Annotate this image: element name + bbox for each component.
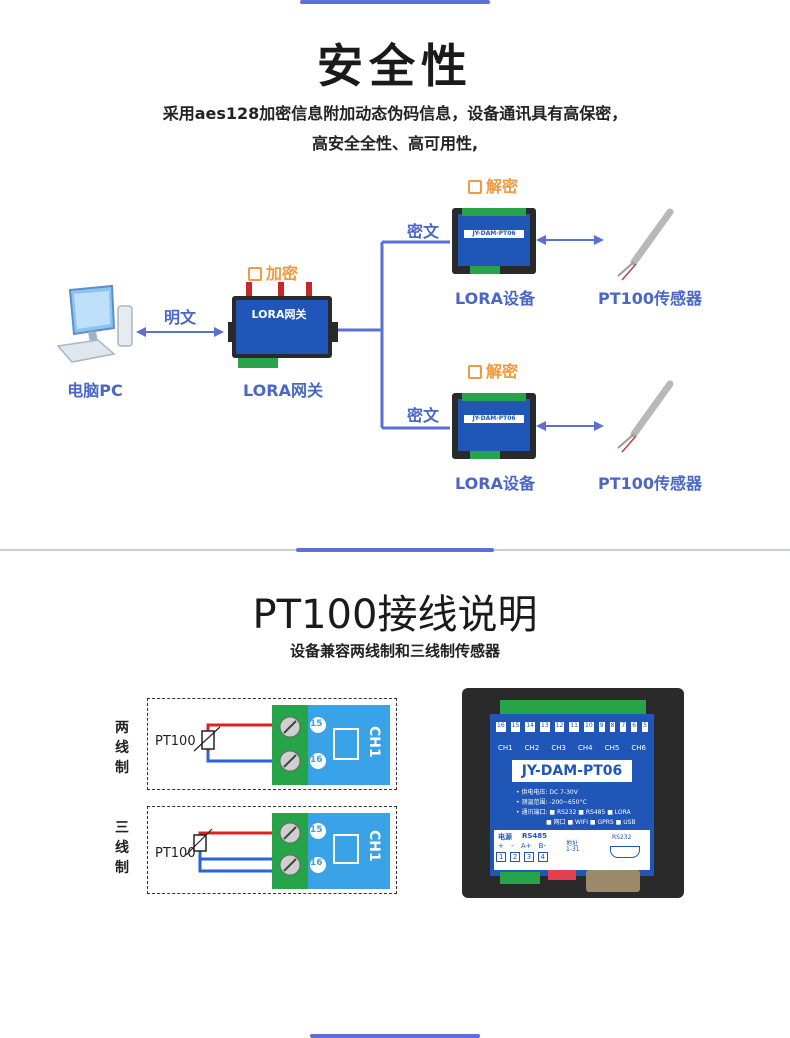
encrypt-label: 加密 <box>266 264 299 283</box>
module-pin-numbers: 1 2 3 4 <box>496 852 548 862</box>
module-bottom-terminal-block <box>500 872 540 884</box>
module-channel-4: CH4 <box>578 744 593 752</box>
computer-pc-icon <box>56 284 133 363</box>
module-channel-3: CH3 <box>551 744 566 752</box>
decrypt-label-top: 解密 <box>486 177 519 196</box>
pt100-label-two-wire: PT100 <box>155 734 196 749</box>
module-db9-connector <box>586 870 640 892</box>
lora-gateway-device <box>228 282 338 368</box>
top-accent-bar <box>300 0 490 4</box>
channel-label-two: CH1 <box>366 726 382 758</box>
pt100-sensor-icon-top <box>617 208 674 281</box>
wiring-subtitle: 设备兼容两线制和三线制传感器 <box>289 642 500 660</box>
module-pin-labels: + - A+ B- <box>498 842 546 850</box>
unlock-icon <box>468 180 482 194</box>
module-bottom-panel <box>494 830 650 870</box>
encrypt-tag: 加密 <box>248 260 298 284</box>
security-description-line2: 高安全全性、高可用性, <box>311 134 479 153</box>
terminal-16-two: 16 <box>310 755 323 765</box>
module-rs485-label: RS485 <box>522 832 548 840</box>
gateway-badge: LORA网关 <box>251 308 307 321</box>
lora-device-top <box>452 208 536 274</box>
two-wire-diagram-frame <box>147 698 397 790</box>
module-channel-2: CH2 <box>524 744 540 752</box>
module-model-plate: JY-DAM-PT06 <box>512 760 632 782</box>
lora-device-label-bottom: LORA设备 <box>455 474 535 493</box>
device-model-top: JY-DAM-PT06 <box>472 230 516 237</box>
pt100-label-three-wire: PT100 <box>155 846 196 861</box>
three-wire-diagram-frame <box>147 806 397 894</box>
lora-device-bottom <box>452 393 536 459</box>
decrypt-label-bottom: 解密 <box>486 362 519 381</box>
gateway-label: LORA网关 <box>243 381 323 400</box>
module-top-terminal-block <box>500 700 646 714</box>
device-model-bottom: JY-DAM-PT06 <box>472 415 516 422</box>
module-power-label: 电源 <box>498 833 512 841</box>
terminal-15-three: 15 <box>310 825 323 835</box>
two-wire-label: 两 线 制 <box>115 720 129 776</box>
spec-range: • 测温范围: -200~650°C <box>516 799 587 806</box>
three-wire-circuit <box>185 813 390 889</box>
security-description-line1: 采用aes128加密信息附加动态伪码信息，设备通讯具有高保密， <box>162 104 628 123</box>
module-dip-switch <box>548 870 576 880</box>
three-wire-label: 三 线 制 <box>115 820 129 876</box>
module-specs: • 供电电压: DC 7-30V • 测温范围: -200~650°C • 通讯… <box>516 788 636 828</box>
ciphertext-label-top: 密文 <box>406 222 439 241</box>
terminal-15-two: 15 <box>310 719 323 729</box>
module-rs232-label: RS232 <box>612 834 632 841</box>
module-channel-labels: CH1 CH2 CH3 CH4 CH5 CH6 <box>498 744 646 752</box>
module-address-range: 1-31 <box>566 846 580 853</box>
module-channel-5: CH5 <box>604 744 620 752</box>
spec-power: • 供电电压: DC 7-30V <box>516 789 578 796</box>
section-title-security: 安全性 <box>317 39 473 93</box>
pt100-sensor-icon-bottom <box>617 380 674 453</box>
decrypt-tag-top: 解密 <box>468 173 518 197</box>
sensor-label-top: PT100传感器 <box>597 289 703 308</box>
decrypt-tag-bottom: 解密 <box>468 358 518 382</box>
two-wire-circuit <box>193 705 390 785</box>
plaintext-label: 明文 <box>163 308 196 327</box>
ciphertext-label-bottom: 密文 <box>406 406 439 425</box>
unlock-icon <box>468 365 482 379</box>
section-title-wiring: PT100接线说明 <box>252 592 538 638</box>
bottom-accent-bar <box>310 1034 480 1038</box>
terminal-16-three: 16 <box>310 858 323 868</box>
lock-icon <box>248 267 262 281</box>
divider-accent-bar <box>296 548 494 552</box>
sensor-label-bottom: PT100传感器 <box>597 474 703 493</box>
module-channel-6: CH6 <box>631 744 646 752</box>
lora-device-label-top: LORA设备 <box>455 289 535 308</box>
topology-lines <box>136 235 604 431</box>
channel-label-three: CH1 <box>366 830 382 862</box>
module-channel-1: CH1 <box>498 744 513 752</box>
module-terminal-numbers: 16 15 14 13 12 11 10 9 8 7 6 5 <box>496 722 648 732</box>
module-address-label: 地址 <box>566 840 579 847</box>
pc-label: 电脑PC <box>67 381 123 400</box>
spec-ports: • 通讯端口: ■ RS232 ■ RS485 ■ LORA <box>516 809 631 816</box>
rs232-port-icon <box>610 846 640 858</box>
spec-ports-2: ■ 网口 ■ WIFI ■ GPRS ■ USB <box>546 819 636 826</box>
